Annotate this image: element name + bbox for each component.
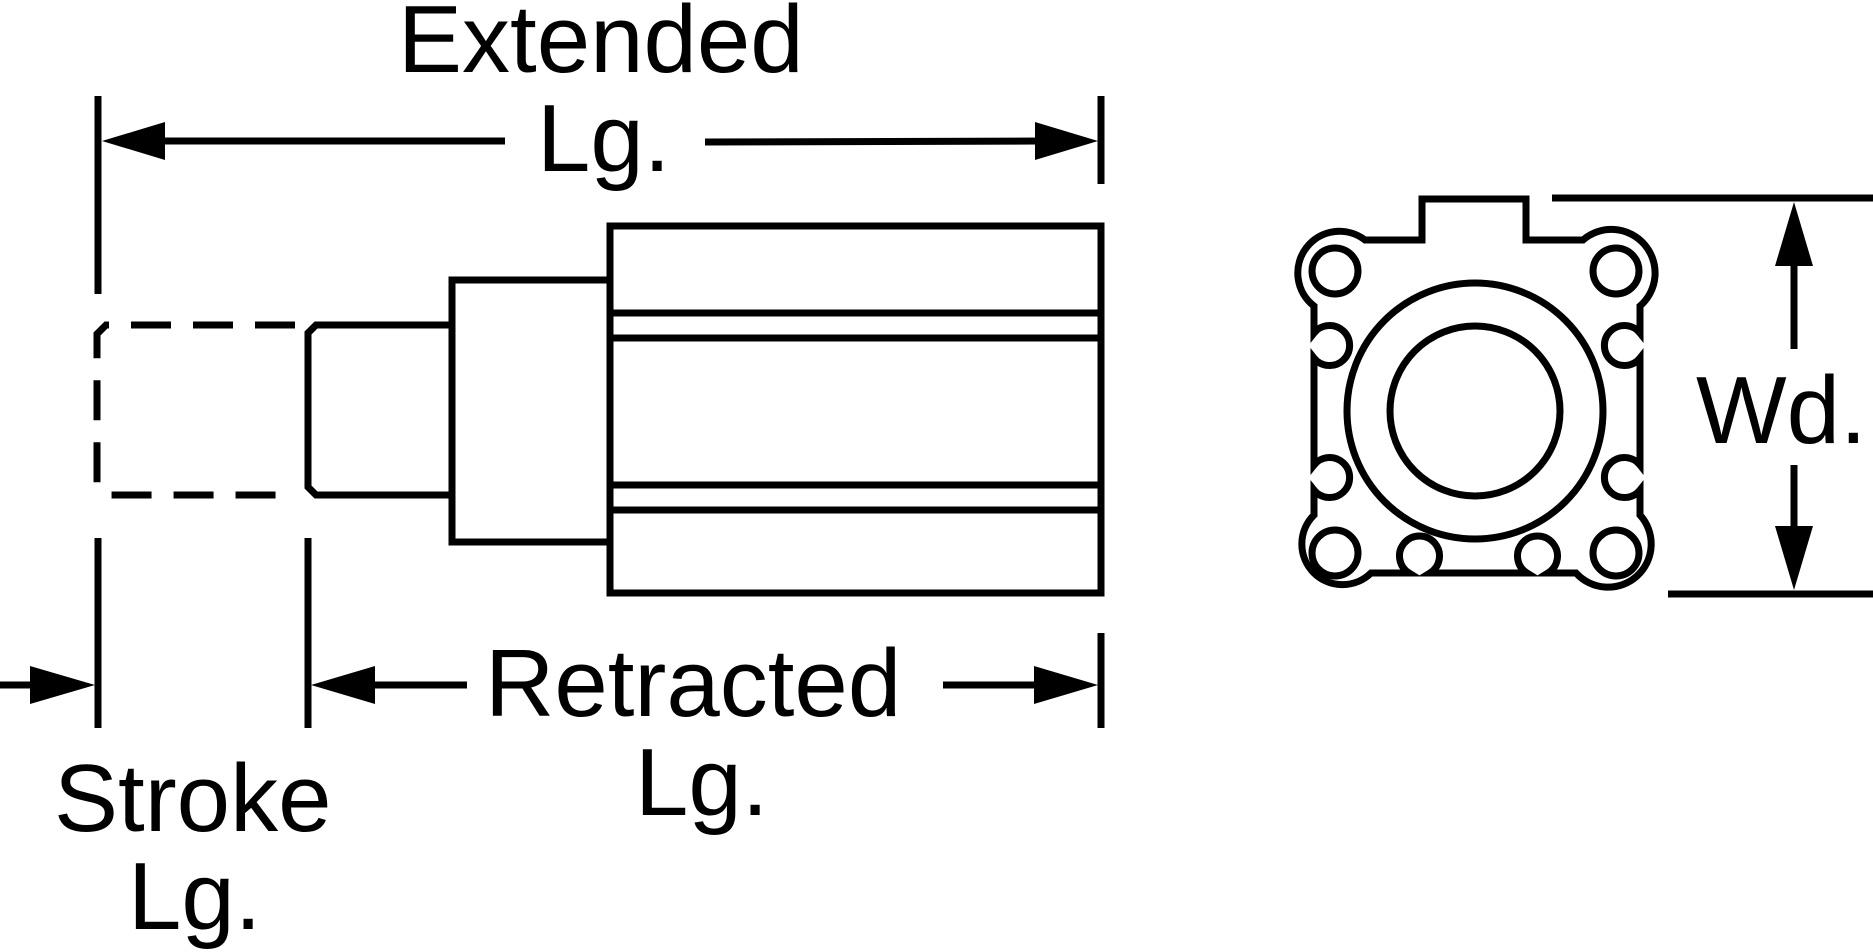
stroke-label-line2: Lg.	[128, 843, 261, 950]
tie-rod-hole-top-left	[1308, 244, 1362, 298]
stroke-arrowhead	[30, 666, 95, 704]
extended-right-arrowhead	[1035, 122, 1098, 160]
retracted-left-arrowhead	[311, 666, 375, 704]
retracted-label-line2: Lg.	[635, 729, 768, 836]
cylinder-end-view	[1294, 195, 1659, 591]
width-dimension: Wd.	[1552, 194, 1873, 598]
piston-inner-circle	[1386, 322, 1564, 500]
width-label: Wd.	[1696, 357, 1867, 464]
extended-rod-dashed-outline	[93, 321, 295, 499]
cylinder-side-view	[93, 222, 1105, 597]
extended-label-line1: Extended	[398, 0, 804, 93]
stroke-label-line1: Stroke	[54, 745, 331, 852]
piston-rod	[304, 321, 452, 499]
width-bottom-arrowhead	[1775, 526, 1813, 590]
retracted-label-line1: Retracted	[485, 630, 901, 737]
retracted-and-stroke-dimensions: Retracted Lg. Stroke Lg.	[0, 538, 1105, 950]
tie-rod-hole-top-right	[1589, 244, 1643, 298]
tie-rod-hole-bottom-left	[1308, 526, 1362, 580]
end-view-body-outline	[1294, 195, 1659, 591]
extended-left-arrowhead	[102, 122, 165, 160]
retracted-right-arrowhead	[1034, 666, 1098, 704]
barrel-bore-outer-circle	[1343, 279, 1607, 543]
extended-length-dimension: Extended Lg.	[94, 0, 1105, 294]
extended-label-line2: Lg.	[537, 85, 670, 192]
extended-dim-line-right	[704, 137, 1041, 146]
width-top-arrowhead	[1775, 202, 1813, 266]
cylinder-barrel	[606, 222, 1105, 597]
rod-end-cap	[448, 276, 614, 546]
tie-rod-hole-bottom-right	[1589, 526, 1643, 580]
